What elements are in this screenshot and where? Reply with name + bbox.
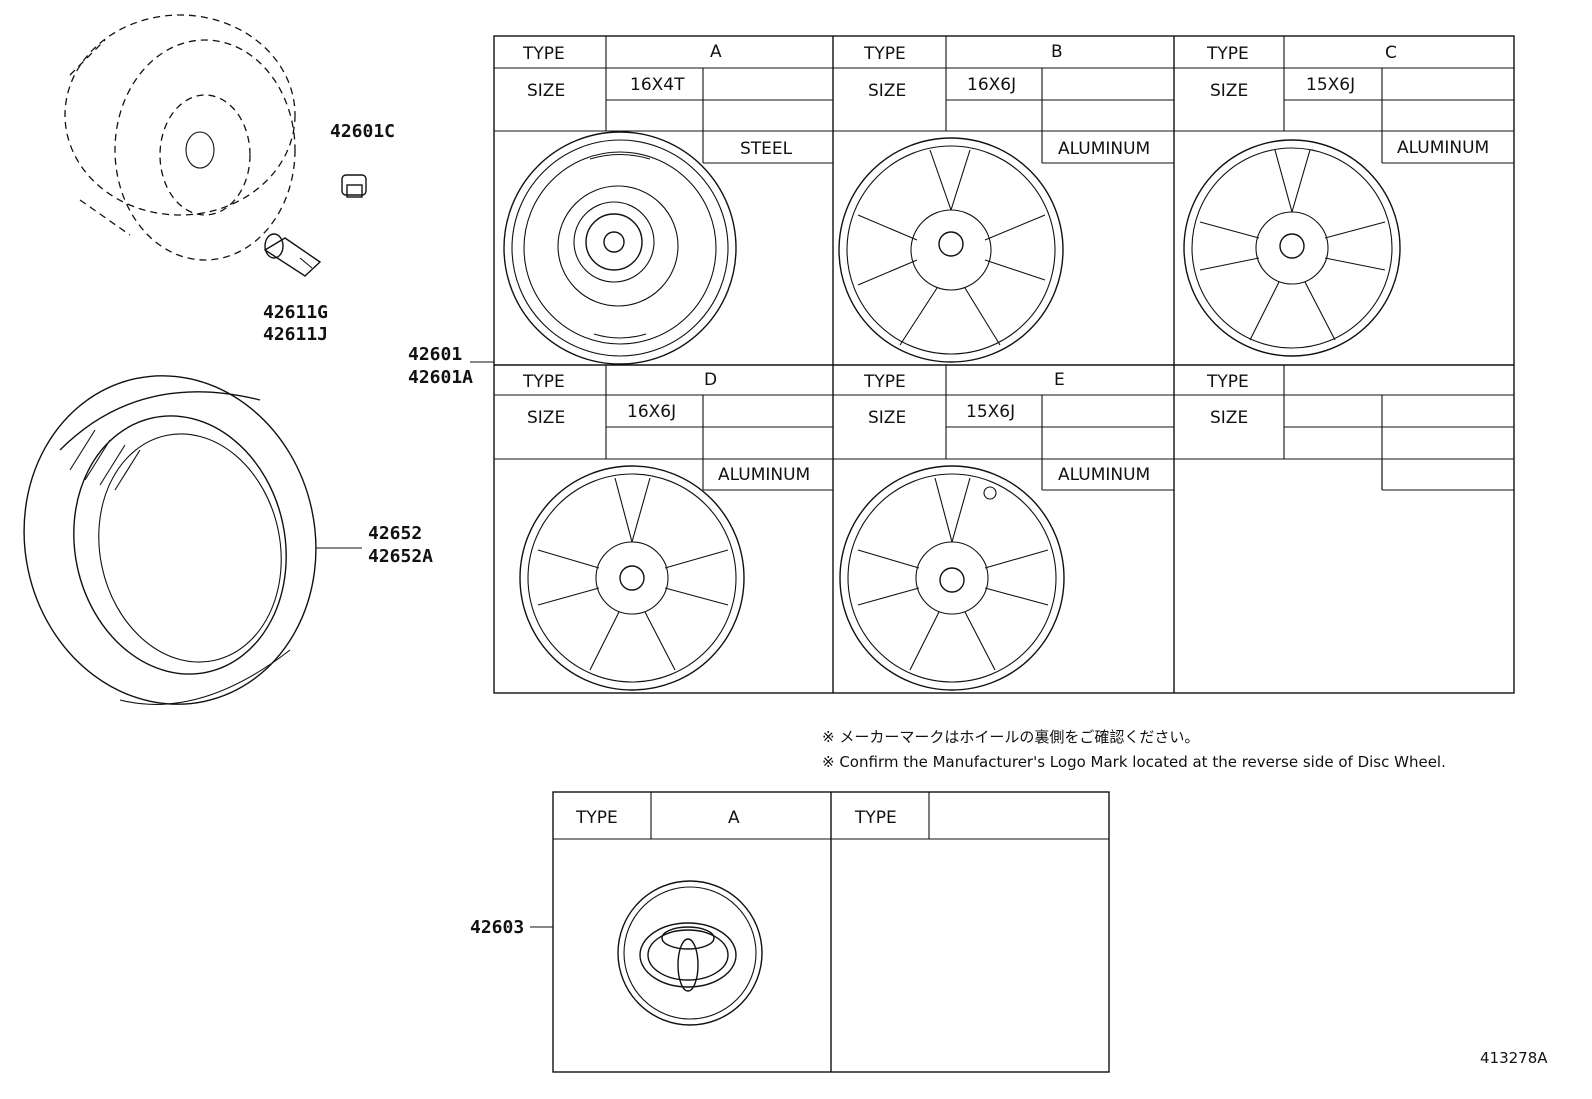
valve-stem-icon: [263, 233, 322, 277]
wheel-b-aluminum-illustration: [838, 137, 1064, 363]
valve-cap-icon: [341, 174, 367, 198]
size-label-c: SIZE: [1210, 81, 1248, 101]
part-number-42601: 42601: [408, 344, 462, 365]
size-value-e: 15X6J: [966, 402, 1015, 422]
material-a: STEEL: [740, 139, 793, 159]
material-c: ALUMINUM: [1397, 138, 1489, 158]
cap-type-value-a: A: [728, 808, 740, 828]
part-number-42652a: 42652A: [368, 546, 433, 567]
type-label-d: TYPE: [522, 372, 565, 392]
type-label-c: TYPE: [1206, 44, 1249, 64]
part-number-42601a: 42601A: [408, 367, 473, 388]
spare-wheel-illustration: [64, 14, 296, 261]
type-value-a: A: [710, 42, 722, 62]
size-label-a: SIZE: [527, 81, 565, 101]
wheel-a-steel-illustration: [503, 131, 737, 365]
size-label-e: SIZE: [868, 408, 906, 428]
part-number-42603: 42603: [470, 917, 524, 938]
cap-type-label-a: TYPE: [575, 808, 618, 828]
wheel-table: [493, 35, 1515, 694]
type-label-a: TYPE: [522, 44, 565, 64]
material-b: ALUMINUM: [1058, 139, 1150, 159]
size-value-c: 15X6J: [1306, 75, 1355, 95]
figure-code: 413278A: [1480, 1049, 1548, 1067]
size-label-b: SIZE: [868, 81, 906, 101]
part-number-42611j: 42611J: [263, 324, 328, 345]
wheel-d-aluminum-illustration: [519, 465, 745, 691]
hub-cap-emblem-icon: [617, 880, 763, 1026]
material-d: ALUMINUM: [718, 465, 810, 485]
type-label-f: TYPE: [1206, 372, 1249, 392]
type-label-e: TYPE: [863, 372, 906, 392]
cap-type-label-b: TYPE: [854, 808, 897, 828]
tire-illustration: [23, 375, 317, 705]
part-number-42601c: 42601C: [330, 121, 395, 142]
wheel-e-aluminum-illustration: [839, 465, 1065, 691]
type-value-b: B: [1051, 42, 1063, 62]
type-value-e: E: [1054, 370, 1065, 390]
size-value-a: 16X4T: [630, 75, 685, 95]
note-english: ※ Confirm the Manufacturer's Logo Mark l…: [822, 753, 1446, 771]
part-number-42611g: 42611G: [263, 302, 328, 323]
size-label-f: SIZE: [1210, 408, 1248, 428]
type-value-d: D: [704, 370, 717, 390]
type-label-b: TYPE: [863, 44, 906, 64]
size-label-d: SIZE: [527, 408, 565, 428]
note-japanese: ※ メーカーマークはホイールの裏側をご確認ください。: [822, 728, 1199, 746]
size-value-d: 16X6J: [627, 402, 676, 422]
material-e: ALUMINUM: [1058, 465, 1150, 485]
wheel-c-aluminum-illustration: [1183, 139, 1401, 357]
type-value-c: C: [1385, 43, 1397, 63]
part-number-42652: 42652: [368, 523, 422, 544]
size-value-b: 16X6J: [967, 75, 1016, 95]
cap-table: [552, 791, 1110, 1073]
